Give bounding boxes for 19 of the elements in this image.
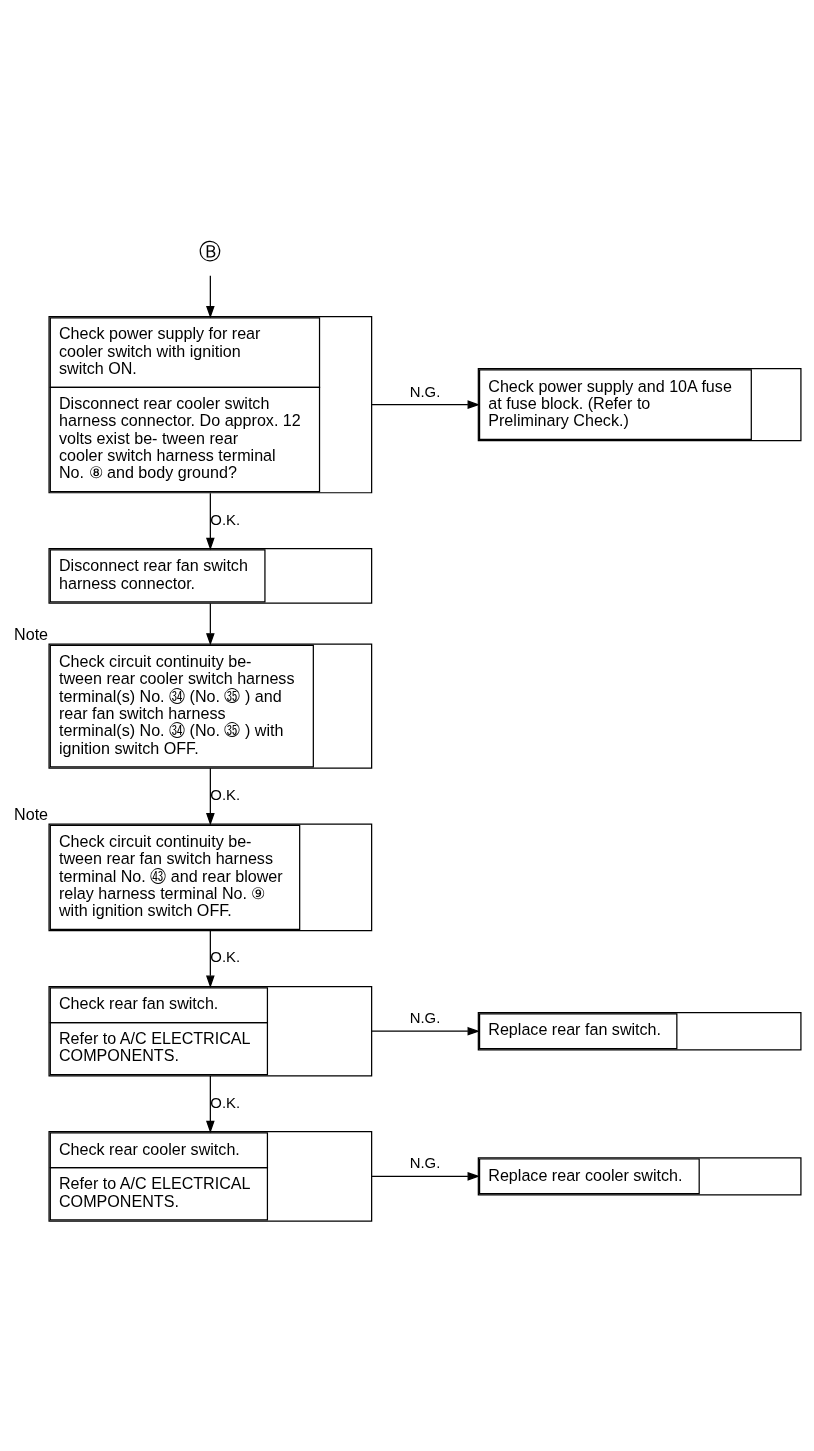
edge-label: O.K. (210, 1094, 241, 1111)
arrow (206, 602, 215, 646)
edge-label: N.G. (409, 383, 441, 400)
node-label: Note (14, 804, 49, 823)
arrow (206, 274, 215, 318)
arrow (206, 492, 215, 550)
edge-label: O.K. (210, 948, 241, 965)
arrow (371, 399, 480, 409)
arrow (206, 1074, 215, 1133)
node-text: Ⓑ (199, 238, 222, 264)
arrow (371, 1026, 480, 1036)
arrow (206, 767, 215, 826)
arrow (206, 930, 215, 988)
edge-label: O.K. (210, 786, 241, 803)
edge-label: N.G. (409, 1154, 441, 1171)
edge-label: O.K. (210, 511, 241, 528)
edge-label: N.G. (409, 1009, 441, 1026)
node-label: Note (14, 624, 49, 643)
arrow (371, 1171, 480, 1181)
